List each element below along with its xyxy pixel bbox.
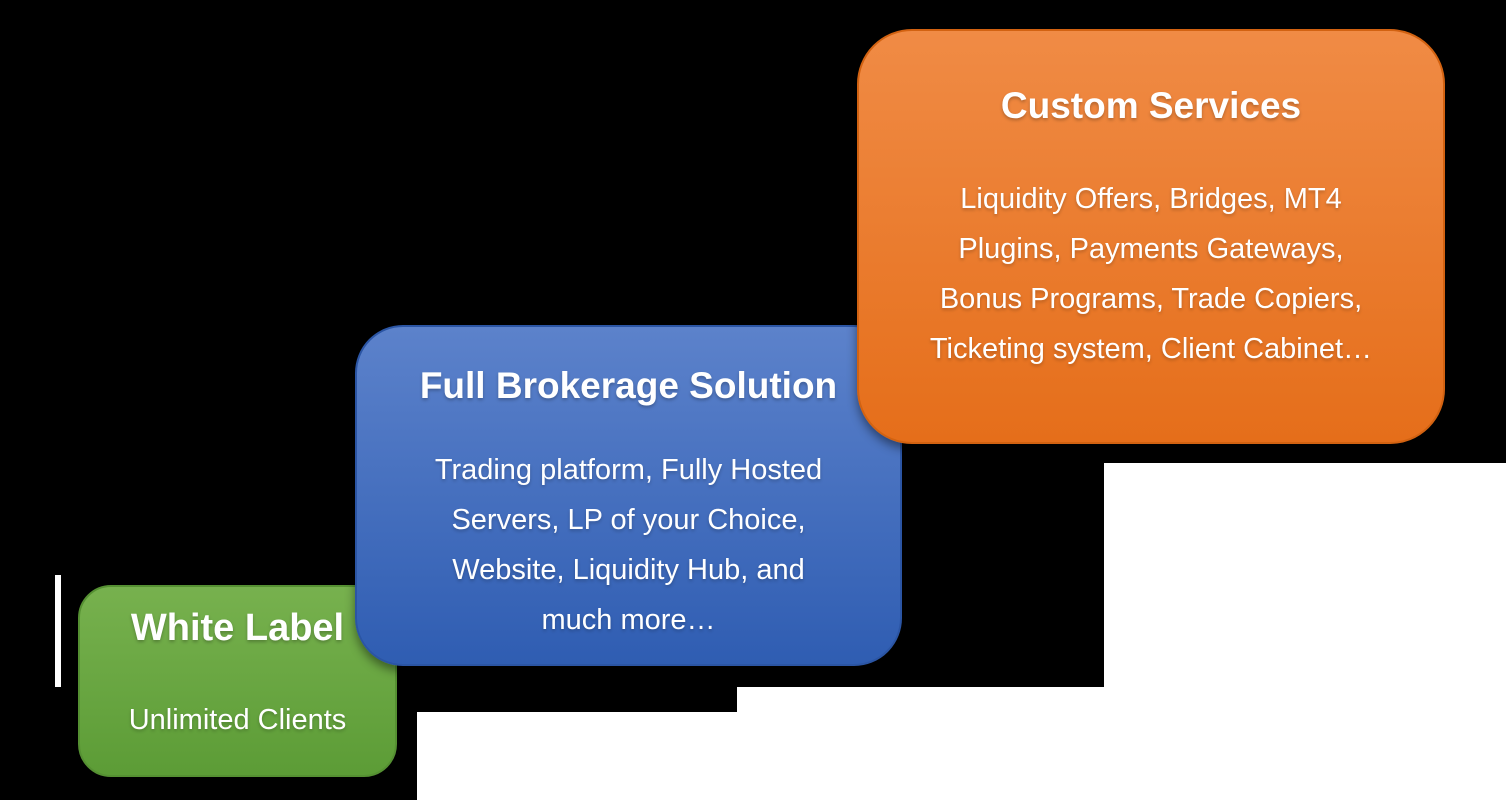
card-text-line: much more… [541,604,716,636]
card-body: Unlimited Clients [80,695,395,745]
card-body: Liquidity Offers, Bridges, MT4 Plugins, … [859,174,1443,374]
white-label-card: White Label Unlimited Clients [78,585,397,777]
page-background-step [1104,463,1506,800]
full-brokerage-solution-card: Full Brokerage Solution Trading platform… [355,325,902,666]
card-text-line: Unlimited Clients [128,704,347,736]
card-text-line: Ticketing system, Client Cabinet… [929,333,1373,365]
card-text-line: Plugins, Payments Gateways, [958,233,1344,265]
card-text-line: Servers, LP of your Choice, [451,504,806,536]
card-title: Custom Services [1000,85,1302,126]
card-title: White Label [130,607,345,649]
card-text-line: Website, Liquidity Hub, and [452,554,805,586]
page-background-sliver [55,575,61,687]
card-title: Full Brokerage Solution [419,365,838,406]
card-body: Trading platform, Fully Hosted Servers, … [357,445,900,645]
custom-services-card: Custom Services Liquidity Offers, Bridge… [857,29,1445,444]
card-text-line: Liquidity Offers, Bridges, MT4 [960,183,1342,215]
card-text-line: Trading platform, Fully Hosted [434,454,823,486]
card-text-line: Bonus Programs, Trade Copiers, [939,283,1363,315]
